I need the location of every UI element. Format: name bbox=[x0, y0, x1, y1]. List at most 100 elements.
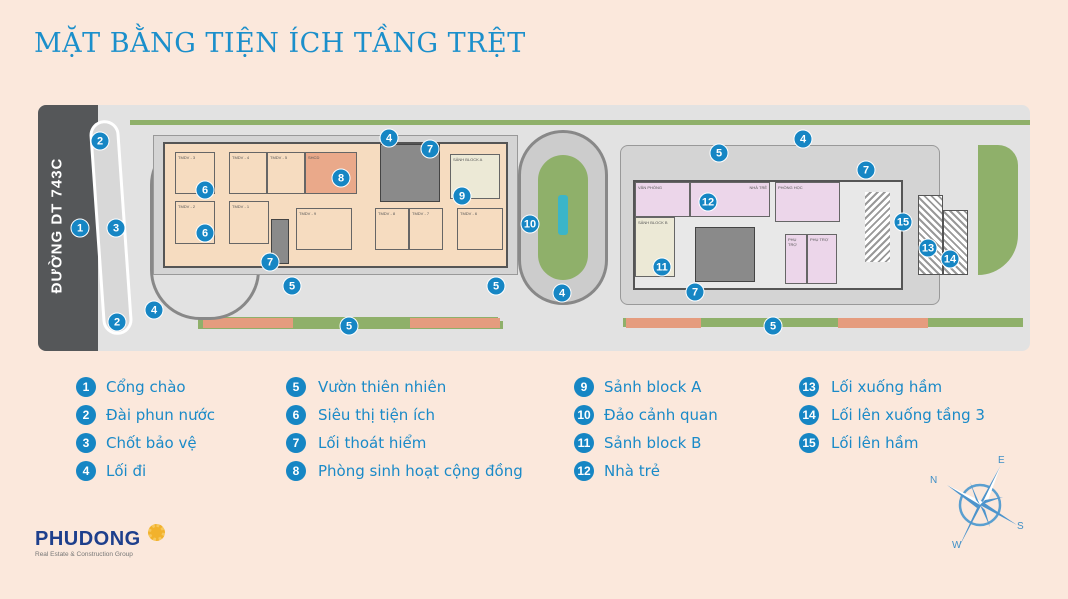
compass-s: S bbox=[1017, 521, 1024, 532]
legend-label: Phòng sinh hoạt cộng đồng bbox=[318, 462, 523, 480]
legend-item: 12 Nhà trẻ bbox=[574, 461, 660, 481]
marker-7: 7 bbox=[856, 160, 876, 180]
room: TMDV - 9 bbox=[296, 208, 352, 250]
legend-number-badge: 15 bbox=[799, 433, 819, 453]
legend-number-badge: 3 bbox=[76, 433, 96, 453]
legend-number-badge: 12 bbox=[574, 461, 594, 481]
legend-label: Sảnh block A bbox=[604, 378, 702, 396]
marker-13: 13 bbox=[918, 238, 938, 258]
legend-number-badge: 2 bbox=[76, 405, 96, 425]
garden-strip bbox=[623, 318, 1023, 327]
marker-2: 2 bbox=[107, 312, 127, 332]
room: PHÒNG HỌC bbox=[775, 182, 840, 222]
legend-label: Lối xuống hầm bbox=[831, 378, 943, 396]
road-label: ĐƯỜNG DT 743C bbox=[48, 157, 66, 294]
marker-2: 2 bbox=[90, 131, 110, 151]
water-feature bbox=[558, 195, 568, 235]
ramp-down bbox=[918, 195, 943, 275]
page-title: MẶT BẰNG TIỆN ÍCH TẦNG TRỆT bbox=[34, 28, 526, 59]
logo-name: PHUDONG bbox=[35, 528, 141, 550]
sun-gear-icon bbox=[148, 524, 165, 541]
room: TMDV - 8 bbox=[375, 208, 409, 250]
ramp bbox=[865, 192, 890, 262]
marker-14: 14 bbox=[940, 249, 960, 269]
legend-label: Vườn thiên nhiên bbox=[318, 378, 447, 396]
block-b: VĂN PHÒNG NHÀ TRẺ PHÒNG HỌC SẢNH BLOCK B… bbox=[633, 180, 903, 290]
room: PHỤ TRỢ bbox=[807, 234, 837, 284]
floor-plan: ĐƯỜNG DT 743C TMDV - 3 TMDV - 4 TMDV - 5… bbox=[38, 105, 1030, 351]
legend-number-badge: 6 bbox=[286, 405, 306, 425]
compass-n: N bbox=[930, 475, 938, 486]
room: PHỤ TRỢ bbox=[785, 234, 807, 284]
marker-5: 5 bbox=[339, 316, 359, 336]
compass-w: W bbox=[952, 540, 962, 551]
legend-number-badge: 7 bbox=[286, 433, 306, 453]
marker-10: 10 bbox=[520, 214, 540, 234]
legend-label: Đài phun nước bbox=[106, 406, 215, 424]
legend-label: Lối lên xuống tầng 3 bbox=[831, 406, 985, 424]
top-hedge bbox=[130, 120, 1030, 125]
marker-7: 7 bbox=[685, 282, 705, 302]
marker-1: 1 bbox=[70, 218, 90, 238]
marker-12: 12 bbox=[698, 192, 718, 212]
legend-number-badge: 11 bbox=[574, 433, 594, 453]
room-kindergarten: NHÀ TRẺ bbox=[690, 182, 770, 217]
marker-7: 7 bbox=[420, 139, 440, 159]
legend-item: 9 Sảnh block A bbox=[574, 377, 701, 397]
legend-label: Sảnh block B bbox=[604, 434, 702, 452]
legend-item: 4 Lối đi bbox=[76, 461, 146, 481]
room: TMDV - 1 bbox=[229, 201, 269, 244]
legend-number-badge: 9 bbox=[574, 377, 594, 397]
room: TMDV - 5 bbox=[267, 152, 305, 194]
legend-number-badge: 1 bbox=[76, 377, 96, 397]
legend-item: 15 Lối lên hầm bbox=[799, 433, 918, 453]
legend-label: Lối đi bbox=[106, 462, 147, 480]
legend-label: Lối lên hầm bbox=[831, 434, 919, 452]
logo-tagline: Real Estate & Construction Group bbox=[35, 551, 133, 558]
legend-item: 11 Sảnh block B bbox=[574, 433, 701, 453]
marker-4: 4 bbox=[144, 300, 164, 320]
marker-5: 5 bbox=[763, 316, 783, 336]
legend-number-badge: 8 bbox=[286, 461, 306, 481]
marker-6: 6 bbox=[195, 223, 215, 243]
logo: PHUDONG Real Estate & Construction Group bbox=[35, 524, 165, 558]
marker-6: 6 bbox=[195, 180, 215, 200]
legend-number-badge: 4 bbox=[76, 461, 96, 481]
marker-3: 3 bbox=[106, 218, 126, 238]
legend-label: Nhà trẻ bbox=[604, 462, 660, 480]
legend-item: 3 Chốt bảo vệ bbox=[76, 433, 197, 453]
compass-e: E bbox=[998, 455, 1005, 466]
marker-7: 7 bbox=[260, 252, 280, 272]
legend-item: 8 Phòng sinh hoạt cộng đồng bbox=[286, 461, 523, 481]
legend-label: Lối thoát hiểm bbox=[318, 434, 427, 452]
marker-4: 4 bbox=[552, 283, 572, 303]
room: TMDV - 7 bbox=[409, 208, 443, 250]
brick-strip bbox=[203, 318, 293, 328]
brick-strip bbox=[838, 318, 928, 328]
legend-label: Chốt bảo vệ bbox=[106, 434, 197, 452]
brick-strip bbox=[410, 318, 500, 328]
legend-number-badge: 5 bbox=[286, 377, 306, 397]
marker-4: 4 bbox=[379, 128, 399, 148]
legend-label: Cổng chào bbox=[106, 378, 186, 396]
legend-item: 5 Vườn thiên nhiên bbox=[286, 377, 446, 397]
legend-item: 7 Lối thoát hiểm bbox=[286, 433, 426, 453]
room: VĂN PHÒNG bbox=[635, 182, 690, 217]
legend-item: 1 Cổng chào bbox=[76, 377, 186, 397]
legend-item: 2 Đài phun nước bbox=[76, 405, 215, 425]
marker-8: 8 bbox=[331, 168, 351, 188]
legend-item: 10 Đảo cảnh quan bbox=[574, 405, 718, 425]
garden-right bbox=[978, 145, 1018, 275]
marker-5: 5 bbox=[282, 276, 302, 296]
legend-number-badge: 10 bbox=[574, 405, 594, 425]
legend-label: Đảo cảnh quan bbox=[604, 406, 718, 424]
marker-5: 5 bbox=[486, 276, 506, 296]
marker-15: 15 bbox=[893, 212, 913, 232]
compass-rose-icon: N E S W bbox=[930, 455, 1030, 555]
elevator-core bbox=[695, 227, 755, 282]
brick-strip bbox=[626, 318, 701, 328]
block-a: TMDV - 3 TMDV - 4 TMDV - 5 SHCD TMDV - 2… bbox=[163, 142, 508, 268]
